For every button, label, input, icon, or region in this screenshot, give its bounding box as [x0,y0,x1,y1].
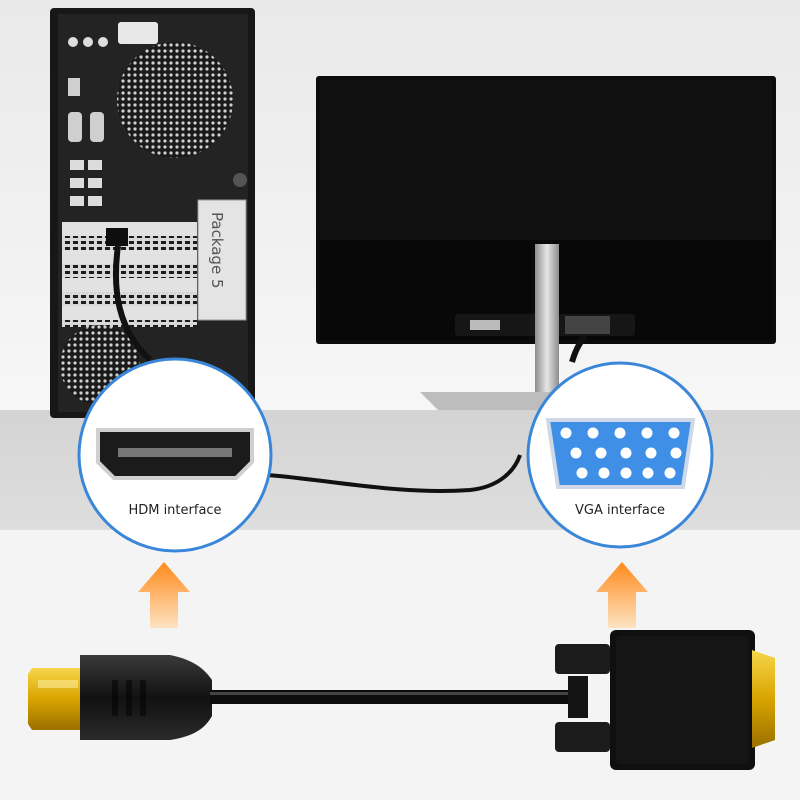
vga-pin [645,447,657,459]
monitor [316,76,776,410]
vga-pin [664,467,676,479]
vga-pin [620,467,632,479]
vga-thumbscrew-top [555,644,610,674]
vga-pin [668,427,680,439]
vga-pin [670,447,682,459]
vga-callout [526,361,714,549]
hdmi-callout-label: HDM interface [128,503,222,518]
hdmi-callout [77,357,273,553]
vga-pin [587,427,599,439]
vga-pin [641,427,653,439]
vga-callout-label: VGA interface [575,503,665,518]
hdmi-gold-connector [28,668,86,730]
vga-pin [614,427,626,439]
cable-pc-side [112,245,153,363]
vga-pin [598,467,610,479]
pc-tower [50,8,255,418]
vga-pin [620,447,632,459]
case-sticker-text: Package 5 [208,212,226,289]
hdmi-to-vga-cable [28,630,775,770]
vga-thumbscrew-bottom [555,722,610,752]
cable-monitor-side [569,334,588,363]
vga-pin [642,467,654,479]
arrow-up-left-icon [138,562,190,628]
vga-gold-shell [752,650,775,748]
cable-between-callouts [267,454,522,494]
vga-pin [560,427,572,439]
case-sticker [197,199,247,321]
vga-pin [576,467,588,479]
vga-pin [570,447,582,459]
vga-pin [595,447,607,459]
fan-grill [117,42,233,158]
arrow-up-right-icon [596,562,648,628]
monitor-stand [535,244,559,396]
